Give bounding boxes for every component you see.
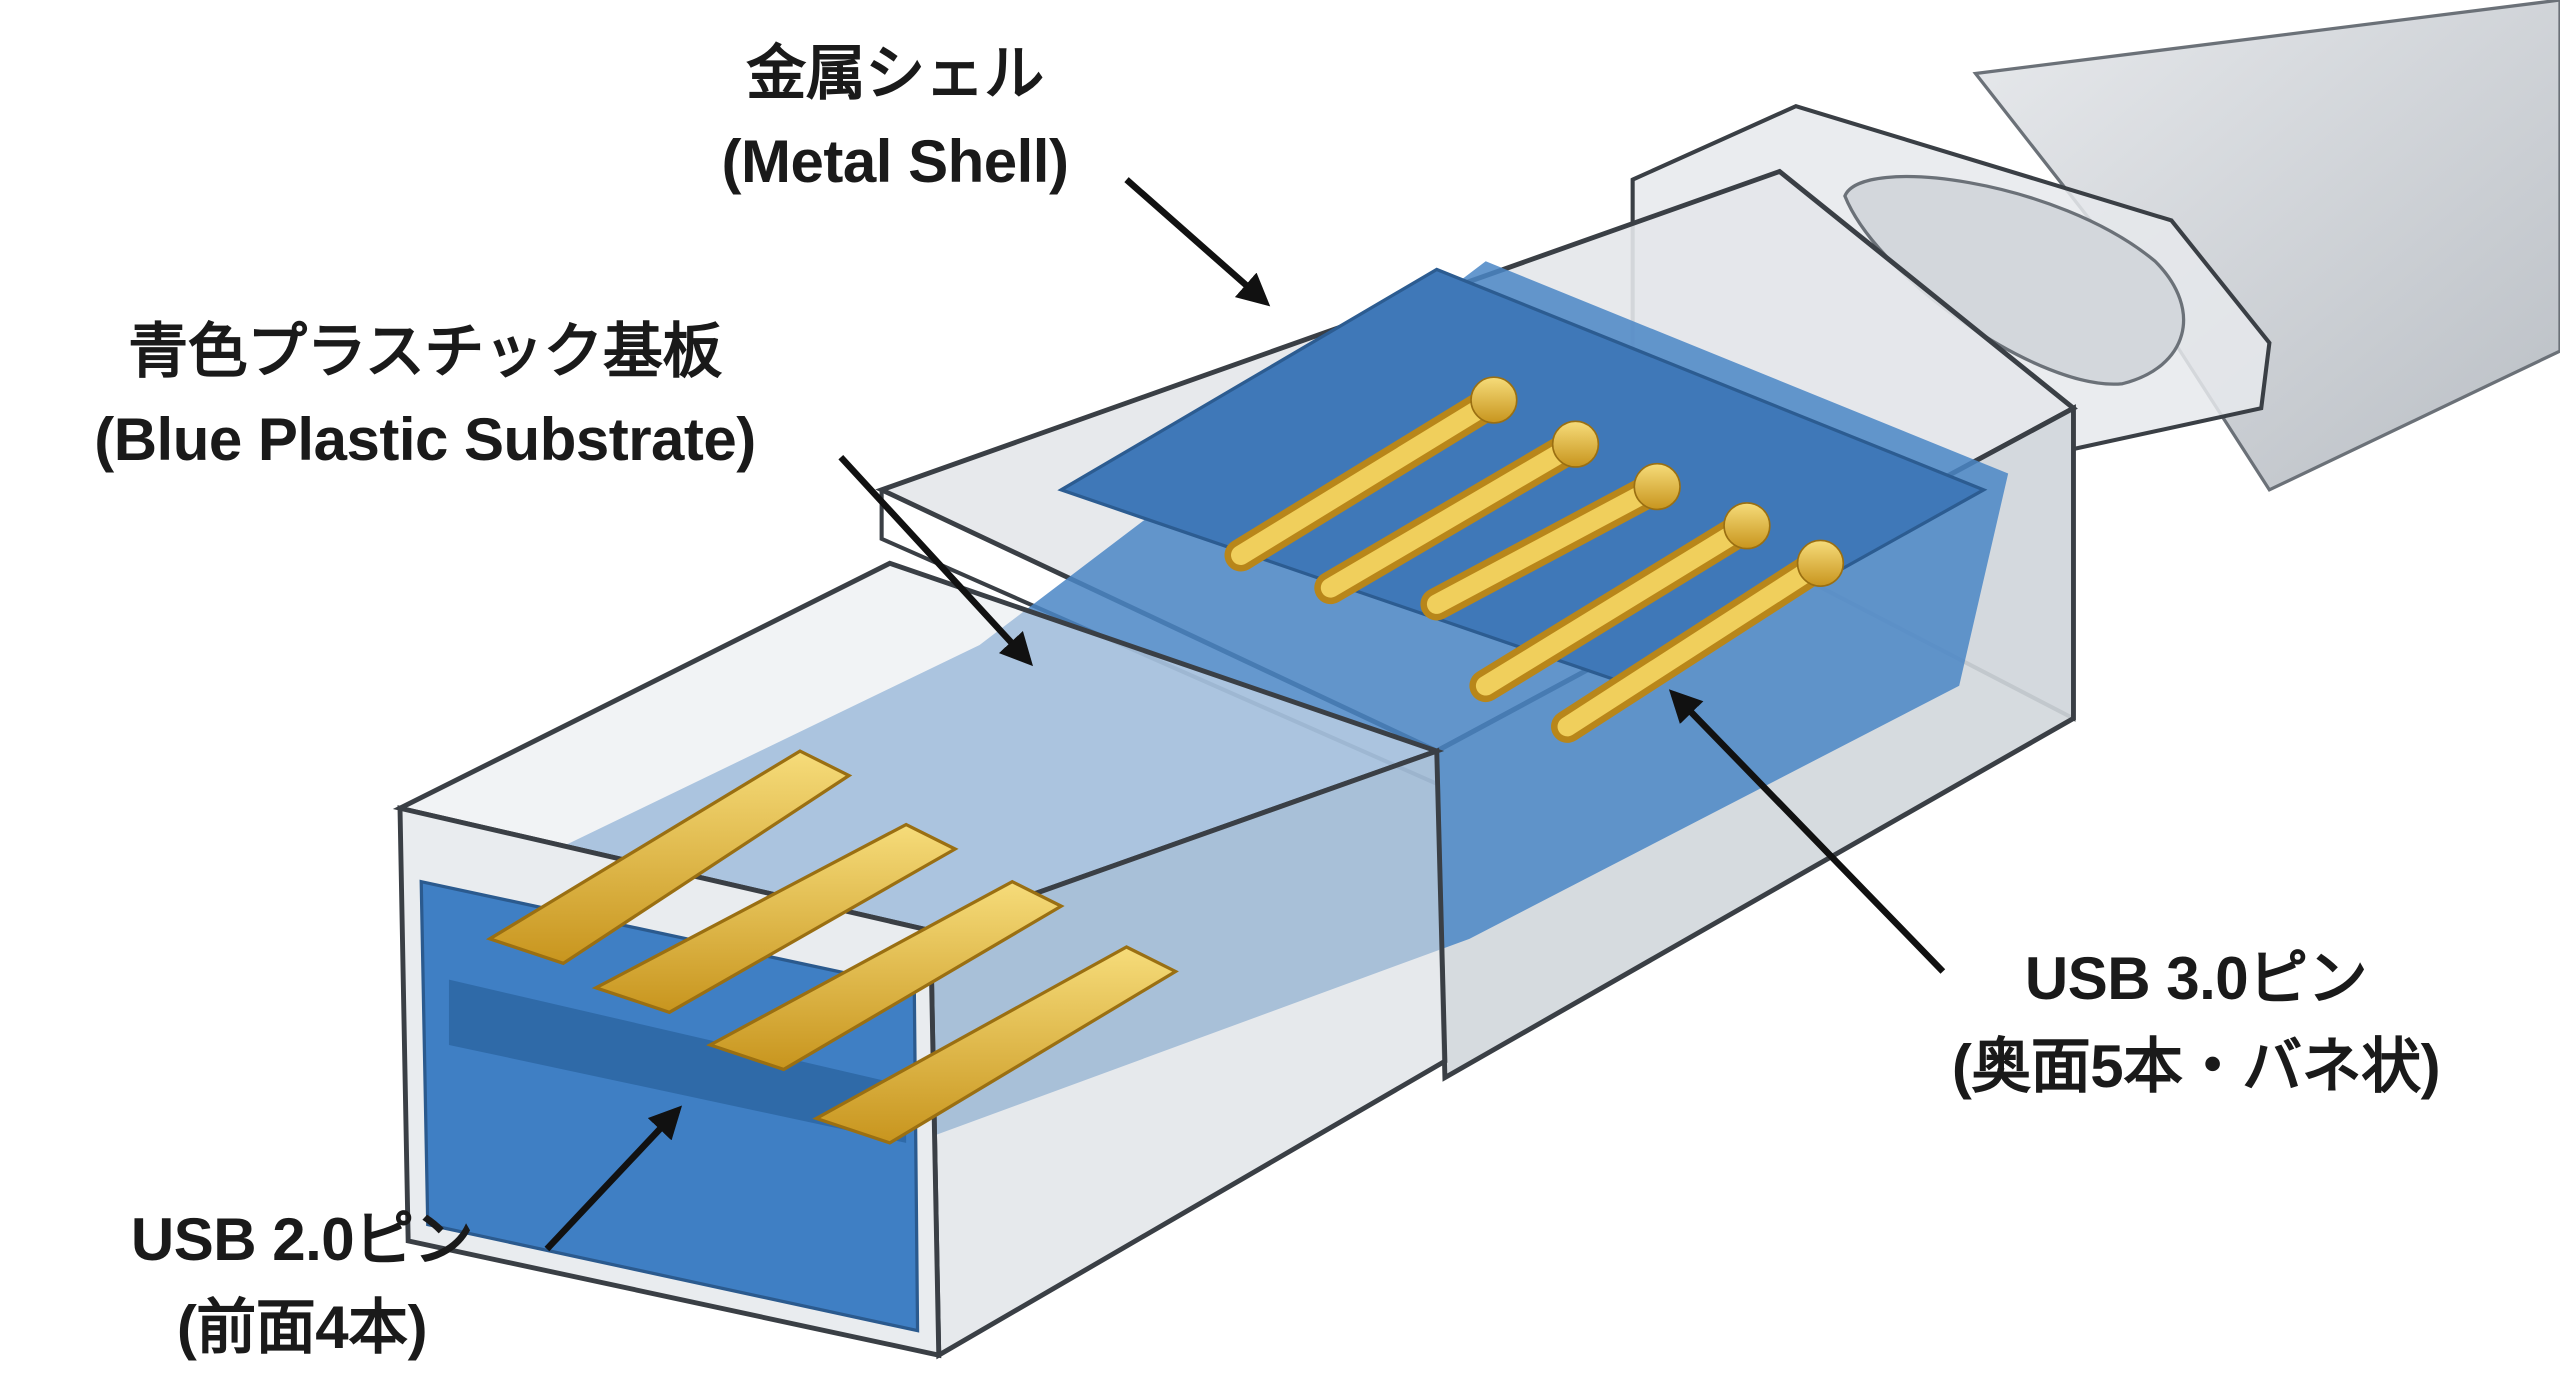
usb3-pin [1314, 420, 1600, 605]
metal-shell-label: 金属シェル (Metal Shell) [722, 30, 1069, 206]
usb3-pin [1469, 502, 1771, 703]
usb3-pin [1224, 376, 1518, 572]
usb2-pins [485, 749, 1179, 1145]
usb3-pin [1420, 462, 1681, 621]
usb3-pins-label-title: USB 3.0ピン [2024, 945, 2368, 1012]
usb2-pins-arrow [544, 1105, 683, 1252]
usb2-pins-label-detail: (前面4本) [176, 1294, 428, 1361]
substrate-arrow [838, 454, 1033, 667]
substrate-label: 青色プラスチック基板 (Blue Plastic Substrate) [94, 308, 756, 484]
usb3-pins-arrow [1668, 689, 1946, 974]
substrate-label-en: (Blue Plastic Substrate) [94, 406, 756, 473]
usb2-pin [812, 945, 1179, 1145]
usb3-pin [1551, 539, 1845, 743]
usb2-pin [485, 749, 853, 966]
usb3-pins-label: USB 3.0ピン (奥面5本・バネ状) [1951, 935, 2441, 1111]
metal-shell-label-ja: 金属シェル [746, 40, 1044, 107]
usb3-pins [1224, 376, 1845, 743]
usb2-pin [591, 822, 959, 1015]
usb2-pins-label-title: USB 2.0ピン [130, 1206, 474, 1273]
metal-shell-arrow [1124, 177, 1271, 307]
usb3-pins-label-detail: (奥面5本・バネ状) [1951, 1033, 2441, 1100]
usb2-pins-label: USB 2.0ピン (前面4本) [130, 1196, 474, 1372]
usb2-pin [706, 879, 1065, 1072]
substrate-label-ja: 青色プラスチック基板 [128, 318, 722, 385]
metal-shell-label-en: (Metal Shell) [721, 128, 1069, 195]
